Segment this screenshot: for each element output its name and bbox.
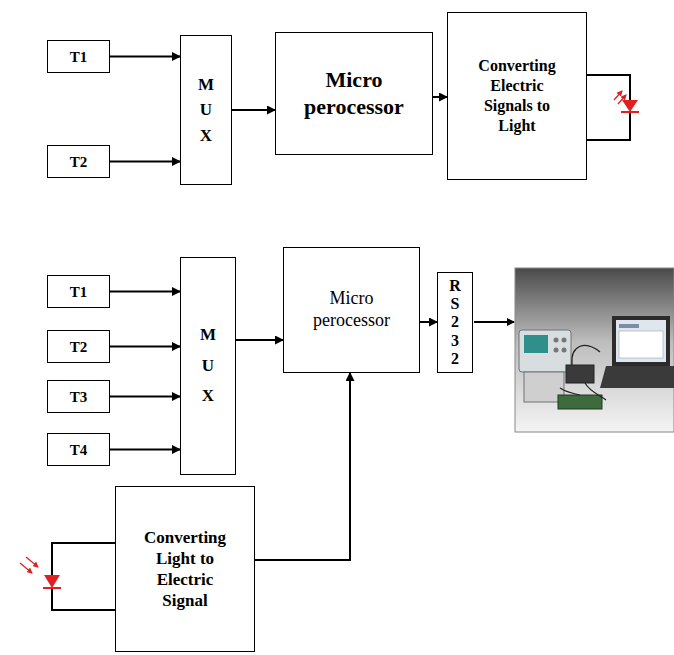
box-label: T3 [70, 388, 88, 406]
box-label: Micro perocessor [297, 288, 407, 331]
box-label: Converting Electric Signals to Light [474, 56, 560, 136]
box-label: M U X [198, 72, 215, 149]
laptop-screen [616, 320, 666, 362]
output-arrow [474, 321, 514, 323]
photo-frame [515, 268, 674, 432]
photodiode-wire [52, 543, 115, 610]
mux-box: M U X [180, 35, 232, 185]
light-arrow [26, 557, 38, 567]
cable [560, 346, 606, 400]
box-label: T1 [70, 48, 88, 66]
signal-arrow [255, 373, 350, 560]
interface-box [566, 365, 594, 383]
light-arrow [20, 563, 32, 573]
sensor-box: T3 [47, 380, 110, 413]
serial-port-box: R S 2 3 2 [437, 272, 473, 373]
sensor-box: T2 [47, 330, 110, 363]
window-bar [619, 324, 639, 328]
knob [554, 348, 559, 353]
box-label: Converting Light to Electric Signal [140, 527, 230, 612]
signal-arrow [110, 56, 180, 58]
diode-triangle [622, 100, 638, 112]
box-label: Micro perocessor [289, 67, 419, 120]
box-label: T2 [70, 338, 88, 356]
sensor-box: T2 [47, 145, 110, 178]
converter-box: Converting Electric Signals to Light [447, 12, 587, 180]
signal-arrow [110, 396, 180, 398]
light-arrow [618, 95, 626, 104]
knob [562, 348, 567, 353]
mux-box: M U X [180, 257, 236, 475]
signal-arrow [433, 96, 447, 98]
window-pane [619, 331, 663, 358]
diode-triangle [44, 575, 60, 588]
signal-arrow [110, 161, 180, 163]
knob [562, 338, 567, 343]
signal-arrow [110, 291, 180, 293]
sensor-box: T4 [47, 433, 110, 466]
laptop-lid [612, 316, 670, 366]
box-label: M U X [200, 320, 217, 412]
box-label: T1 [70, 283, 88, 301]
laptop-base [600, 366, 674, 388]
instruments-photo [515, 268, 674, 432]
processor-box: Micro perocessor [275, 32, 433, 155]
processor-box: Micro perocessor [283, 247, 420, 373]
box-label: T4 [70, 441, 88, 459]
box-label: T2 [70, 153, 88, 171]
diode-bar [621, 111, 639, 113]
knob [554, 338, 559, 343]
circuit-board [558, 395, 602, 409]
led-wire [587, 75, 630, 140]
converter-box: Converting Light to Electric Signal [115, 486, 255, 652]
signal-arrow [232, 109, 275, 111]
oscilloscope [519, 330, 571, 372]
box-label: R S 2 3 2 [447, 277, 463, 369]
signal-arrow [110, 449, 180, 451]
oscilloscope-screen [524, 335, 548, 353]
signal-arrow [110, 346, 180, 348]
signal-arrow [420, 321, 437, 323]
signal-arrow [236, 339, 283, 341]
led-symbol [587, 75, 639, 140]
diode-bar [43, 587, 61, 589]
sensor-box: T1 [47, 40, 110, 73]
sensor-box: T1 [47, 275, 110, 308]
light-arrow [614, 91, 622, 100]
photodiode-symbol [20, 543, 115, 610]
